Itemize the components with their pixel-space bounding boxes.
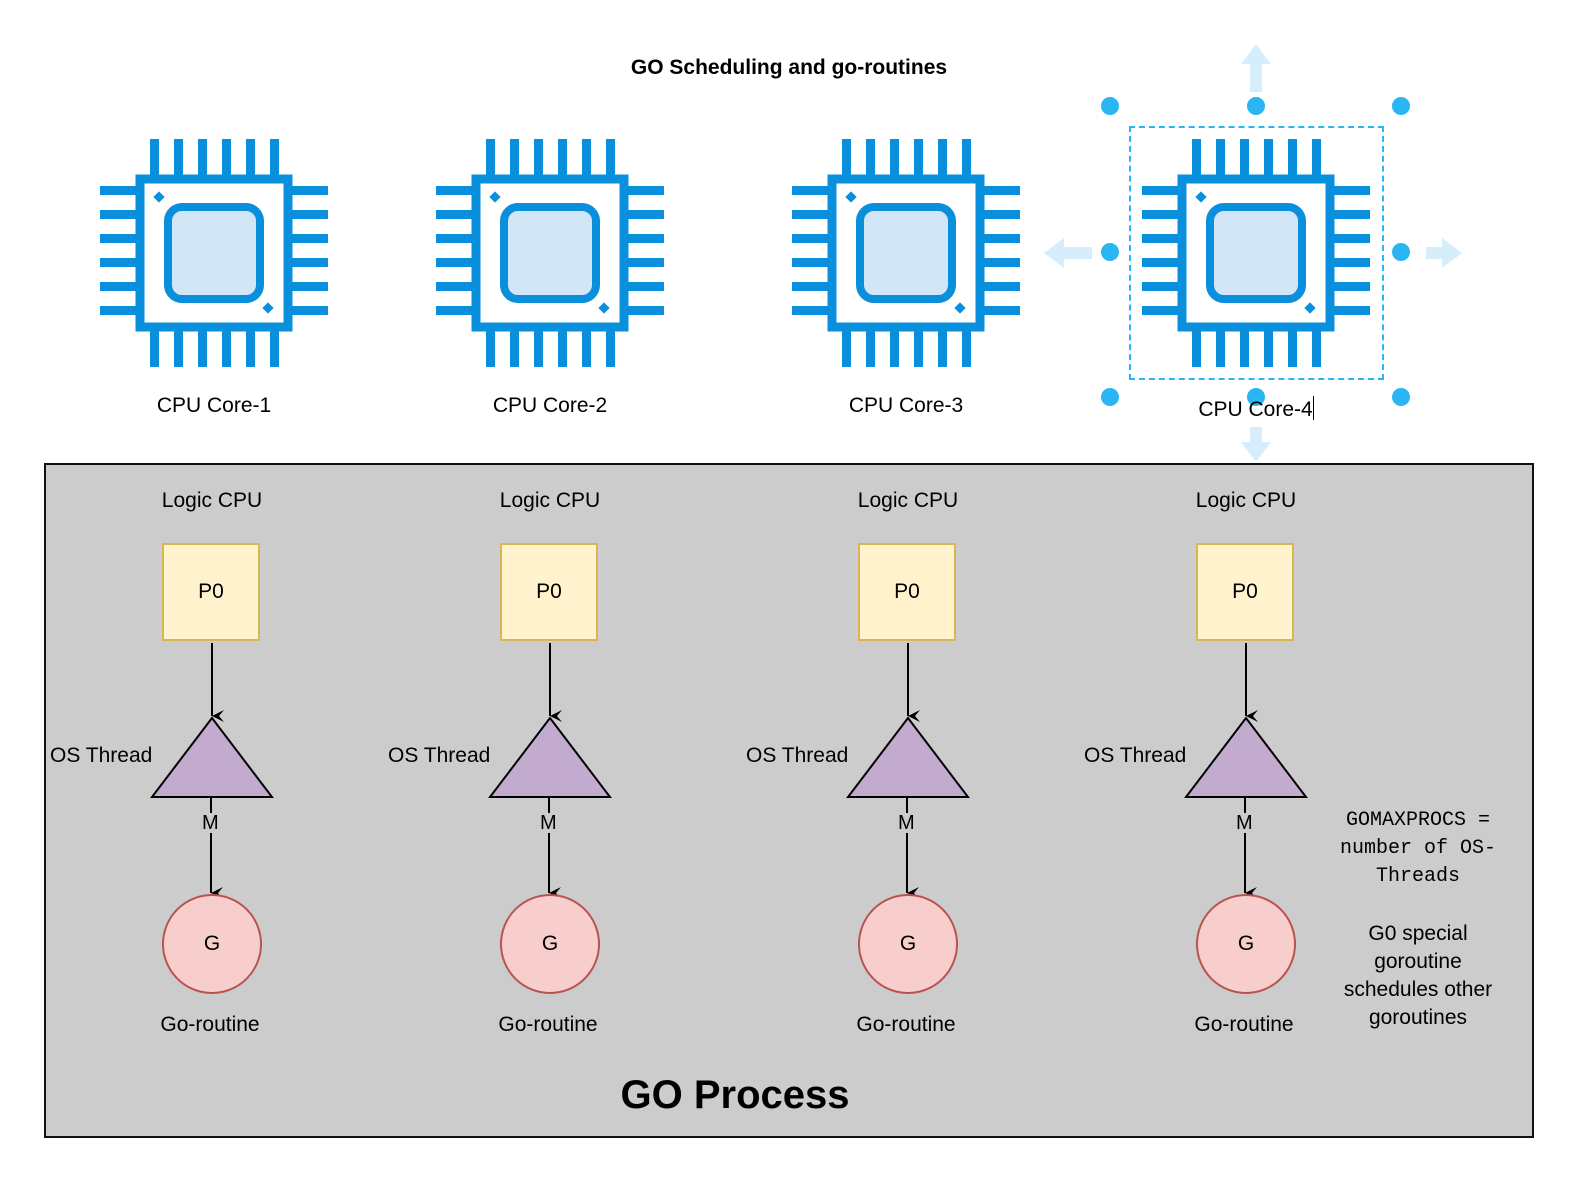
g0-note: G0 special goroutine schedules other gor… [1318, 920, 1518, 1032]
processor-box[interactable]: P0 [858, 543, 956, 641]
note-line: number of OS- [1339, 837, 1497, 860]
cpu-core-label: CPU Core-2 [492, 394, 608, 417]
goroutine-circle[interactable]: G [500, 894, 600, 994]
note-line: goroutines [1368, 1006, 1468, 1029]
goroutine-circle[interactable]: G [858, 894, 958, 994]
cpu-core-label: CPU Core-1 [156, 394, 272, 417]
arrow-down-icon [1241, 427, 1271, 460]
goroutine-caption: Go-routine [498, 1013, 598, 1036]
os-thread-triangle[interactable] [149, 716, 275, 798]
note-line: Threads [1375, 865, 1460, 888]
gomaxprocs-note: GOMAXPROCS = number of OS- Threads [1318, 807, 1518, 891]
processor-box[interactable]: P0 [162, 543, 260, 641]
os-thread-triangle[interactable] [845, 716, 971, 798]
m-label: M [540, 812, 557, 834]
processor-box[interactable]: P0 [500, 543, 598, 641]
selection-box[interactable] [1129, 126, 1384, 380]
resize-handle[interactable] [1247, 97, 1265, 115]
cpu-core-label-editing[interactable]: CPU Core-4 [1142, 396, 1370, 422]
arrow-left-icon [1044, 238, 1092, 268]
resize-handle[interactable] [1101, 243, 1119, 261]
processor-box[interactable]: P0 [1196, 543, 1294, 641]
goroutine-circle[interactable]: G [162, 894, 262, 994]
cpu-core-label-text[interactable]: CPU Core-4 [1198, 398, 1313, 421]
cpu-layer [0, 44, 1462, 460]
m-label: M [1236, 812, 1253, 834]
logic-cpu-label: Logic CPU [161, 489, 263, 512]
resize-handle[interactable] [1101, 388, 1119, 406]
goroutine-caption: Go-routine [856, 1013, 956, 1036]
note-line: goroutine [1374, 950, 1462, 973]
os-thread-triangle[interactable] [487, 716, 613, 798]
resize-handle[interactable] [1101, 97, 1119, 115]
diagram-title: GO Scheduling and go-routines [630, 56, 948, 79]
m-label: M [898, 812, 915, 834]
os-thread-label: OS Thread [1084, 744, 1187, 767]
note-line: G0 special [1368, 922, 1468, 945]
goroutine-circle[interactable]: G [1196, 894, 1296, 994]
note-line: GOMAXPROCS = [1345, 809, 1491, 832]
go-process-title: GO Process [620, 1073, 850, 1117]
m-label: M [202, 812, 219, 834]
cpu-core-label: CPU Core-3 [848, 394, 964, 417]
resize-handle[interactable] [1392, 388, 1410, 406]
os-thread-label: OS Thread [746, 744, 849, 767]
os-thread-triangle[interactable] [1183, 716, 1309, 798]
logic-cpu-label: Logic CPU [857, 489, 959, 512]
logic-cpu-label: Logic CPU [1195, 489, 1297, 512]
resize-handle[interactable] [1247, 388, 1265, 406]
goroutine-caption: Go-routine [1194, 1013, 1294, 1036]
goroutine-caption: Go-routine [160, 1013, 260, 1036]
text-cursor [1312, 396, 1314, 420]
logic-cpu-label: Logic CPU [499, 489, 601, 512]
os-thread-label: OS Thread [388, 744, 491, 767]
arrow-up-icon [1241, 44, 1271, 92]
resize-arrows[interactable] [1044, 44, 1462, 460]
resize-handle[interactable] [1392, 243, 1410, 261]
os-thread-label: OS Thread [50, 744, 153, 767]
resize-handle[interactable] [1392, 97, 1410, 115]
arrow-right-icon [1426, 238, 1462, 268]
note-line: schedules other [1343, 978, 1493, 1001]
